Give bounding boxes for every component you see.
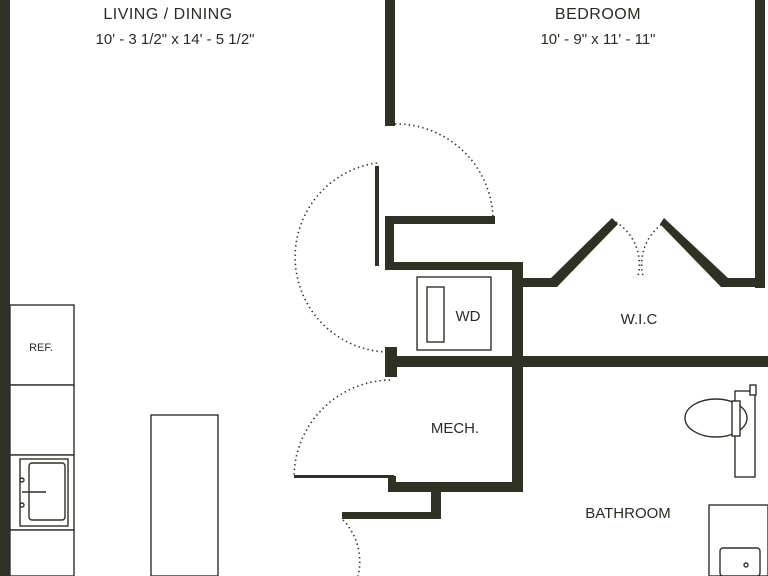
mech-lower-stub xyxy=(388,476,396,492)
wic-left-angle-wall xyxy=(551,218,618,287)
bedroom-label: BEDROOM xyxy=(555,6,641,23)
bathroom-label: BATHROOM xyxy=(585,505,671,522)
counter-lower xyxy=(9,529,75,576)
wic-bottom-wall xyxy=(385,356,768,367)
wic-right-angle-fill xyxy=(660,218,728,287)
mech-door-swing xyxy=(293,379,391,477)
toilet-flush xyxy=(749,384,757,396)
living-bedroom-wall xyxy=(385,0,395,126)
door-jamb xyxy=(385,347,397,377)
vanity-faucet xyxy=(743,562,749,568)
bedroom-door-swing xyxy=(394,123,494,219)
bath-vanity xyxy=(708,504,768,576)
wic-right-wall xyxy=(721,278,765,287)
bedroom-dims: 10' - 9" x 11' - 11" xyxy=(540,31,655,48)
wic-left-wall xyxy=(512,278,557,287)
washer-dryer-label: WD xyxy=(456,308,481,325)
mech-door-stop xyxy=(294,475,394,478)
counter-segment xyxy=(9,384,75,456)
closet-left-wall xyxy=(385,216,394,270)
faucet-knob-left xyxy=(19,477,25,483)
kitchen-island xyxy=(150,414,219,576)
washer-dryer: WD xyxy=(416,276,492,351)
right-exterior-wall xyxy=(755,0,765,288)
bath-stub-wall xyxy=(431,482,441,518)
closet-top-wall xyxy=(385,216,495,224)
toilet-seat-edge xyxy=(731,400,741,437)
entry-door-leaf xyxy=(375,166,379,266)
living-dining-label: LIVING / DINING xyxy=(103,6,232,23)
living-dining-dims: 10' - 3 1/2" x 14' - 5 1/2" xyxy=(96,31,255,48)
bath-top-wall xyxy=(342,512,441,519)
kitchen-counter: REF. xyxy=(9,304,75,576)
wic-right-door-swing xyxy=(640,221,666,277)
entry-door-swing xyxy=(294,162,387,353)
washer-dryer-panel xyxy=(426,286,445,343)
faucet-knob-right xyxy=(19,502,25,508)
door-leaves xyxy=(375,166,494,266)
refrigerator-label: REF. xyxy=(29,342,53,354)
bath-door-swing xyxy=(342,519,361,576)
mech-right-wall xyxy=(512,362,523,492)
left-exterior-wall xyxy=(0,0,10,576)
door-swings xyxy=(293,123,666,576)
closet-inner-wall xyxy=(385,262,523,270)
toilet xyxy=(684,384,757,478)
closet-right-wall xyxy=(512,262,523,362)
mech-label: MECH. xyxy=(431,420,479,437)
mech-bottom-wall xyxy=(388,482,523,492)
vanity-basin xyxy=(719,547,761,576)
wic-label: W.I.C xyxy=(621,311,658,328)
wic-left-door-swing xyxy=(615,221,641,277)
